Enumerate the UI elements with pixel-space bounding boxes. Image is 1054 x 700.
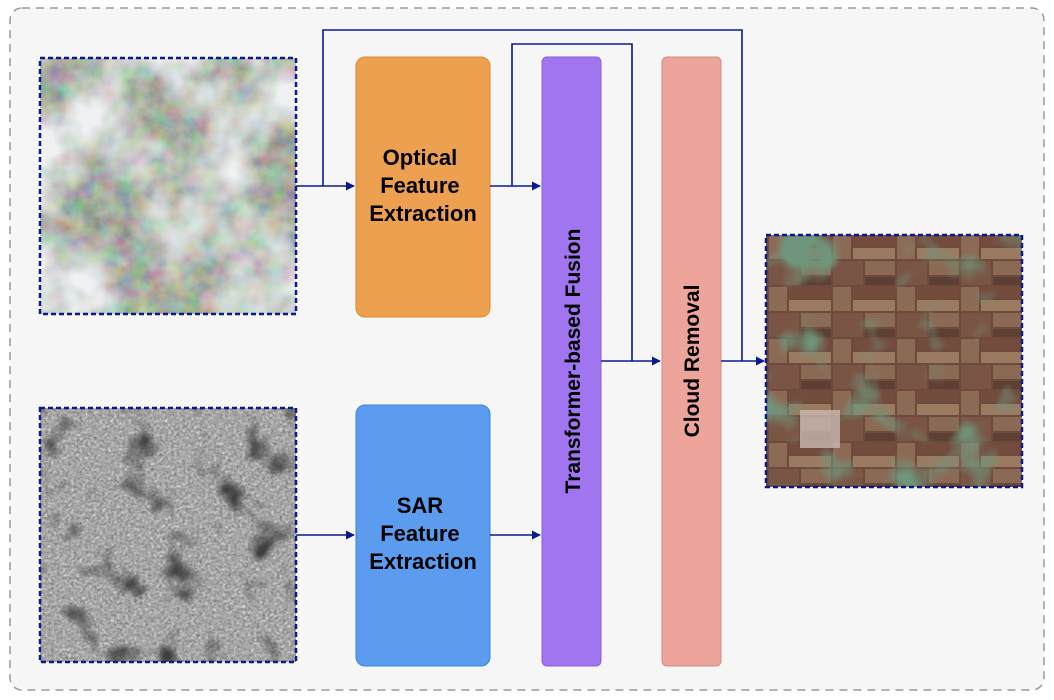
sar-image [40, 408, 296, 662]
skip-optical-image-to-output [322, 29, 743, 361]
output-cloud-free-image-border [764, 233, 1024, 489]
optical-feature-extraction-box [355, 56, 491, 318]
transformer-fusion-label: Transformer-based Fusion [562, 229, 585, 494]
cloud-removal-label: Cloud Removal [681, 285, 704, 438]
svg-text:Optical Feature Extrac: Optical Feature Extraction [369, 145, 477, 226]
optical-box-line-1: Optical [383, 145, 458, 170]
sar-box-line-1: SAR [397, 493, 444, 518]
cloudy-optical-image [40, 58, 296, 314]
output-cloud-free-image [766, 235, 1022, 487]
svg-text:SAR Feature Extraction: SAR Feature Extraction [369, 493, 477, 574]
sar-box-line-2: Feature [380, 521, 459, 546]
optical-box-line-3: Extraction [369, 201, 477, 226]
sar-image-border [38, 406, 298, 664]
skip-optical-features-to-cloud-removal [511, 43, 633, 361]
optical-box-line-2: Feature [380, 173, 459, 198]
sar-box-line-3: Extraction [369, 549, 477, 574]
